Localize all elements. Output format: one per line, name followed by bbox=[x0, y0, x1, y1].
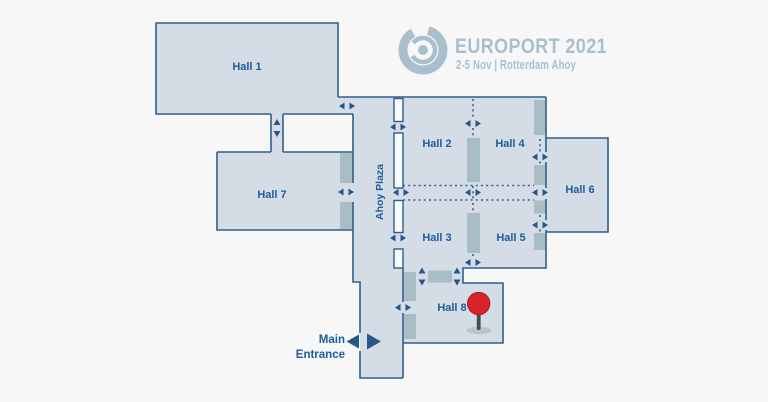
door-strip bbox=[534, 233, 546, 250]
region-hall6[interactable] bbox=[546, 138, 608, 232]
hall-8-label: Hall 8 bbox=[437, 302, 466, 314]
double-arrow-icon bbox=[453, 267, 461, 286]
map-outline bbox=[155, 22, 609, 379]
double-arrow-icon bbox=[465, 259, 481, 266]
europort-swirl-icon bbox=[398, 26, 448, 75]
double-arrow-icon bbox=[465, 189, 481, 196]
door-strip bbox=[467, 213, 480, 253]
hall-3-label: Hall 3 bbox=[422, 232, 451, 244]
double-arrow-icon bbox=[338, 188, 354, 196]
double-arrow-icon bbox=[532, 153, 548, 161]
door-strip bbox=[340, 153, 353, 183]
double-arrow-icon bbox=[390, 234, 406, 242]
hall-labels: Hall 1 Hall 2 Hall 3 Hall 4 Hall 5 Hall … bbox=[232, 61, 594, 361]
wall-slot bbox=[393, 199, 404, 234]
double-arrow-icon bbox=[393, 189, 409, 196]
region-ahoy-plaza-corridor[interactable] bbox=[353, 97, 403, 378]
double-arrow-icon bbox=[532, 221, 548, 229]
region-hall1-hall7[interactable] bbox=[156, 23, 353, 230]
wall-slots bbox=[393, 97, 404, 269]
hall-2-label: Hall 2 bbox=[422, 138, 451, 150]
ahoy-plaza-label: Ahoy Plaza bbox=[374, 164, 386, 220]
hall-4-label: Hall 4 bbox=[495, 138, 525, 150]
logo-subtitle: 2-5 Nov | Rotterdam Ahoy bbox=[456, 58, 576, 72]
door-strip bbox=[404, 272, 416, 301]
door-arrows-layer bbox=[273, 102, 548, 311]
double-arrow-icon bbox=[532, 189, 548, 196]
door-strip bbox=[428, 270, 452, 283]
hall-5-label: Hall 5 bbox=[496, 232, 525, 244]
door-strips bbox=[340, 100, 546, 339]
hall-7-label: Hall 7 bbox=[257, 189, 286, 201]
door-strip bbox=[534, 100, 546, 135]
double-arrow-icon bbox=[273, 119, 281, 137]
double-arrow-icon bbox=[339, 102, 355, 110]
door-strip bbox=[534, 165, 546, 185]
europort-logo: EUROPORT 2021 2-5 Nov | Rotterdam Ahoy bbox=[398, 26, 607, 75]
wall-slot bbox=[393, 132, 404, 189]
double-arrow-icon bbox=[418, 267, 426, 286]
wall-slot bbox=[393, 97, 404, 123]
double-arrow-icon bbox=[465, 120, 481, 127]
logo-title: EUROPORT 2021 bbox=[455, 35, 607, 58]
main-entrance-label-line1: Main bbox=[319, 334, 345, 346]
door-strip bbox=[534, 200, 546, 214]
wall-slot bbox=[393, 248, 404, 269]
location-pin-icon[interactable] bbox=[466, 291, 492, 335]
hall-1-label: Hall 1 bbox=[232, 61, 261, 73]
door-strip bbox=[340, 202, 353, 229]
main-entrance-label-line2: Entrance bbox=[296, 349, 345, 361]
hall-6-label: Hall 6 bbox=[565, 184, 594, 196]
double-arrow-icon bbox=[395, 304, 411, 311]
door-strip bbox=[404, 314, 416, 339]
route-dotted-lines bbox=[403, 99, 541, 259]
double-arrow-icon bbox=[390, 123, 406, 131]
main-entrance-arrows-icon[interactable] bbox=[346, 333, 382, 350]
door-strip bbox=[467, 138, 480, 182]
